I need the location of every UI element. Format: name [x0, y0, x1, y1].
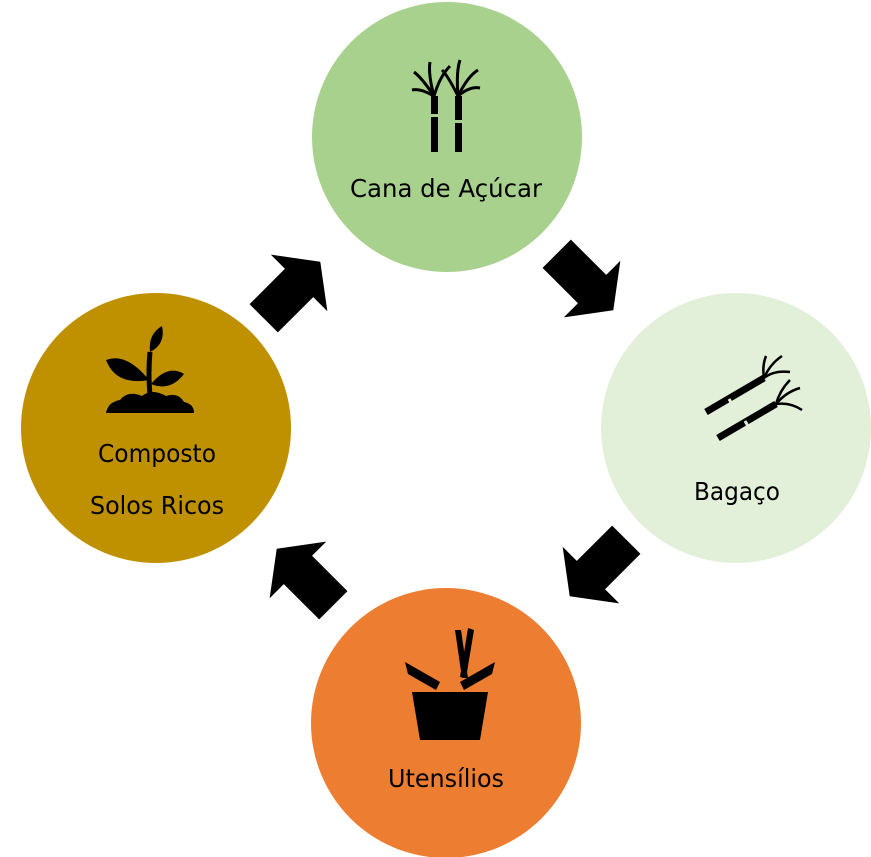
node-bagasse-label: Bagaço — [694, 477, 780, 506]
node-cane-circle — [312, 2, 582, 272]
arrow-utensils-to-compost — [269, 541, 348, 620]
bagasse-icon — [704, 354, 803, 442]
node-compost-label-line1: Composto — [98, 439, 216, 468]
sprout-icon — [106, 326, 194, 413]
node-cane-label: Cana de Açúcar — [350, 174, 543, 203]
node-compost-circle — [21, 293, 291, 563]
arrow-compost-to-cane — [249, 254, 328, 333]
node-utensils-label: Utensílios — [388, 764, 504, 793]
sugarcane-icon — [411, 59, 481, 152]
takeout-box-icon — [405, 628, 495, 740]
node-compost-label-line2: Solos Ricos — [90, 491, 224, 520]
arrow-bagasse-to-utensils — [562, 525, 641, 604]
arrow-cane-to-bagasse — [542, 239, 621, 318]
